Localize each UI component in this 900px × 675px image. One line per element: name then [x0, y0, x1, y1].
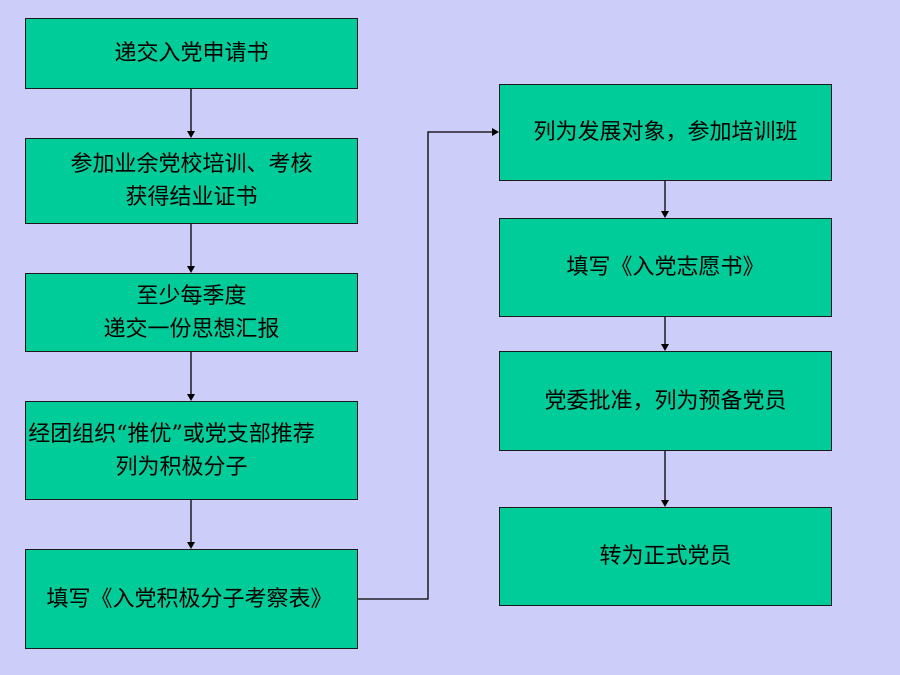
step-6-development-target: 列为发展对象，参加培训班 — [499, 84, 832, 181]
step-1-submit-application: 递交入党申请书 — [25, 18, 358, 89]
arrow-7-8 — [661, 317, 669, 351]
step-1-line-1: 递交入党申请书 — [114, 41, 269, 66]
step-8-probationary-member: 党委批准，列为预备党员 — [499, 351, 832, 451]
arrow-1-2 — [187, 89, 195, 138]
arrow-8-9 — [661, 451, 669, 507]
step-3-thought-report: 至少每季度 递交一份思想汇报 — [25, 273, 358, 352]
step-6-line-1: 列为发展对象，参加培训班 — [533, 120, 798, 145]
step-9-full-member: 转为正式党员 — [499, 507, 832, 606]
step-3-line-2: 递交一份思想汇报 — [103, 316, 280, 342]
step-4-activist-recommendation: 经团组织“推优”或党支部推荐 列为积极分子 — [25, 401, 358, 500]
arrow-3-4 — [187, 352, 195, 401]
step-9-line-1: 转为正式党员 — [599, 544, 732, 569]
step-4-line-1: 经团组织“推优”或党支部推荐 — [28, 421, 315, 447]
step-4-line-2: 列为积极分子 — [115, 454, 248, 480]
arrow-6-7 — [661, 181, 669, 218]
step-2-party-school-training: 参加业余党校培训、考核 获得结业证书 — [25, 138, 358, 224]
arrow-2-3 — [187, 224, 195, 273]
step-2-line-2: 获得结业证书 — [125, 185, 258, 210]
step-7-line-1: 填写《入党志愿书》 — [566, 255, 765, 280]
step-5-activist-evaluation-form: 填写《入党积极分子考察表》 — [25, 549, 358, 649]
step-7-membership-application-form: 填写《入党志愿书》 — [499, 218, 832, 317]
arrow-4-5 — [187, 500, 195, 549]
step-3-line-1: 至少每季度 — [136, 283, 247, 309]
step-2-line-1: 参加业余党校培训、考核 — [70, 152, 313, 177]
step-5-line-1: 填写《入党积极分子考察表》 — [46, 586, 333, 612]
step-8-line-1: 党委批准，列为预备党员 — [544, 388, 787, 414]
arrow-5-6 — [358, 128, 499, 600]
